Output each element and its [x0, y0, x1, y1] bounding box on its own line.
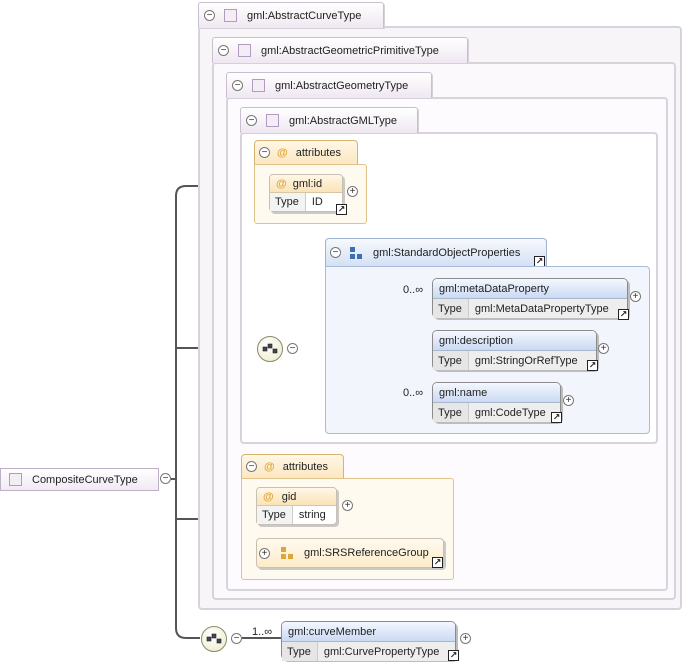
type-value: gml:MetaDataPropertyType: [474, 302, 609, 315]
tab-abstract-curve-type[interactable]: − gml:AbstractCurveType: [198, 2, 384, 28]
collapse-icon[interactable]: −: [246, 115, 257, 126]
attributes-tab[interactable]: − @ attributes: [241, 454, 344, 478]
base-type-label: gml:AbstractGMLType: [289, 114, 397, 127]
goto-definition-icon[interactable]: ↗: [336, 204, 347, 215]
type-value: gml:StringOrRefType: [474, 354, 578, 367]
goto-definition-icon[interactable]: ↗: [551, 412, 562, 423]
expand-icon[interactable]: +: [460, 633, 471, 644]
collapse-icon[interactable]: −: [330, 247, 341, 258]
collapse-icon[interactable]: −: [246, 461, 257, 472]
expand-icon[interactable]: +: [598, 343, 609, 354]
attribute-group-srs-reference[interactable]: + gml:SRSReferenceGroup: [256, 538, 444, 568]
base-type-label: gml:AbstractGeometryType: [275, 79, 409, 92]
base-type-label: gml:AbstractCurveType: [247, 9, 362, 22]
collapse-icon[interactable]: −: [204, 10, 215, 21]
attribute-icon: @: [276, 177, 287, 190]
attributes-tab[interactable]: − @ attributes: [254, 140, 358, 164]
type-key: Type: [433, 403, 469, 422]
type-key: Type: [433, 351, 469, 370]
expand-icon[interactable]: +: [347, 186, 358, 197]
goto-definition-icon[interactable]: ↗: [432, 557, 443, 568]
tab-abstract-gml-type[interactable]: − gml:AbstractGMLType: [240, 107, 418, 133]
collapse-icon[interactable]: −: [218, 45, 229, 56]
cardinality-label: 0..∞: [403, 387, 424, 399]
expand-icon[interactable]: +: [259, 547, 270, 559]
goto-definition-icon[interactable]: ↗: [618, 309, 629, 320]
root-type-label: CompositeCurveType: [32, 473, 138, 486]
complex-type-icon: [252, 79, 265, 92]
collapse-icon[interactable]: −: [287, 343, 298, 354]
element-description[interactable]: gml:description Type gml:StringOrRefType: [432, 330, 597, 370]
attribute-group-icon: [281, 547, 293, 559]
element-name-element[interactable]: gml:name Type gml:CodeType: [432, 382, 561, 422]
attribute-gid[interactable]: @ gid Type string: [256, 487, 337, 525]
collapse-icon[interactable]: −: [259, 147, 270, 158]
element-name: gml:description: [439, 334, 513, 347]
complex-type-icon: [238, 44, 251, 57]
attribute-name: gid: [281, 490, 297, 503]
group-icon: [350, 246, 362, 259]
expand-icon[interactable]: +: [563, 395, 574, 406]
collapse-icon[interactable]: −: [160, 473, 171, 484]
expand-icon[interactable]: +: [342, 500, 353, 511]
type-key: Type: [282, 642, 318, 661]
type-key: Type: [433, 299, 469, 318]
type-value: gml:CurvePropertyType: [323, 645, 440, 658]
tab-abstract-geometry-type[interactable]: − gml:AbstractGeometryType: [226, 72, 432, 98]
attribute-icon: @: [263, 490, 274, 503]
element-curvemember[interactable]: gml:curveMember Type gml:CurvePropertyTy…: [281, 621, 456, 661]
element-name: gml:curveMember: [288, 625, 377, 638]
attributes-label: attributes: [282, 460, 328, 473]
collapse-icon[interactable]: −: [231, 633, 242, 644]
root-type-box[interactable]: CompositeCurveType: [0, 468, 159, 491]
cardinality-label: 0..∞: [403, 284, 424, 296]
type-key: Type: [257, 506, 293, 524]
tab-abstract-geometric-primitive-type[interactable]: − gml:AbstractGeometricPrimitiveType: [212, 37, 468, 63]
type-value: ID: [311, 196, 323, 208]
complex-type-icon: [9, 473, 22, 486]
attributes-label: attributes: [295, 146, 341, 159]
attribute-group-name: gml:SRSReferenceGroup: [304, 547, 429, 559]
group-tab-standard-object-properties[interactable]: − gml:StandardObjectProperties: [325, 238, 547, 266]
cardinality-label: 1..∞: [252, 626, 273, 638]
type-key: Type: [270, 193, 306, 211]
expand-icon[interactable]: +: [630, 291, 641, 302]
attribute-name: gml:id: [292, 177, 323, 190]
base-type-label: gml:AbstractGeometricPrimitiveType: [261, 44, 439, 57]
goto-definition-icon[interactable]: ↗: [587, 360, 598, 371]
goto-definition-icon[interactable]: ↗: [448, 650, 459, 661]
element-metadataproperty[interactable]: gml:metaDataProperty Type gml:MetaDataPr…: [432, 278, 628, 318]
attribute-id[interactable]: @ gml:id Type ID: [269, 174, 343, 212]
attribute-icon: @: [264, 460, 275, 473]
sequence-compositor-icon[interactable]: [257, 336, 283, 362]
collapse-icon[interactable]: −: [232, 80, 243, 91]
element-name: gml:name: [439, 386, 488, 399]
attribute-icon: @: [277, 146, 288, 159]
type-value: gml:CodeType: [474, 406, 546, 419]
element-name: gml:metaDataProperty: [439, 282, 550, 295]
complex-type-icon: [266, 114, 279, 127]
complex-type-icon: [224, 9, 237, 22]
sequence-compositor-icon[interactable]: [201, 626, 227, 652]
group-name: gml:StandardObjectProperties: [373, 246, 521, 259]
type-value: string: [298, 509, 326, 521]
